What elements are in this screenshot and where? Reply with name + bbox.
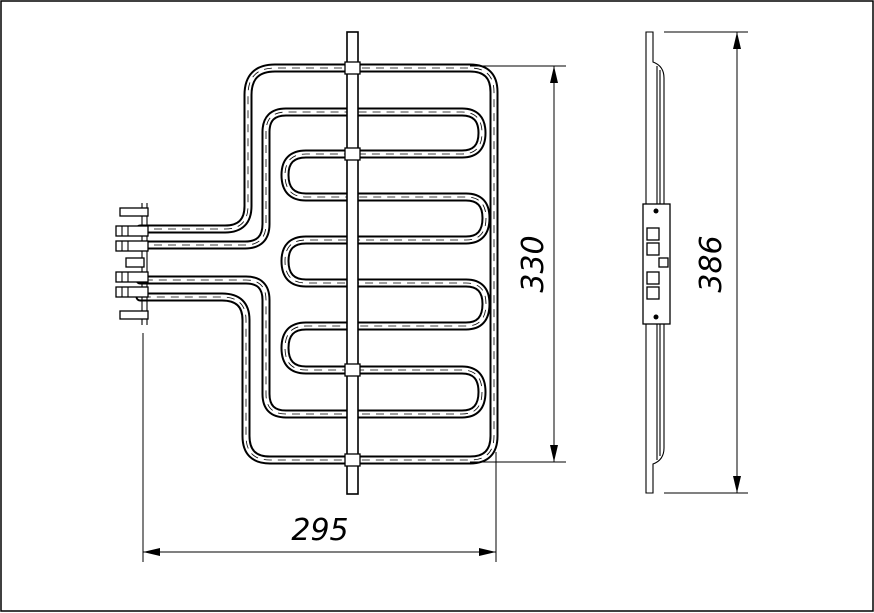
heating-element-front-view bbox=[115, 31, 499, 495]
dimension-width: 295 bbox=[142, 333, 497, 562]
dimension-width-label: 295 bbox=[291, 513, 348, 548]
support-bracket bbox=[344, 31, 361, 495]
heating-element-side-view bbox=[642, 31, 671, 494]
outer-loop-tube bbox=[135, 63, 499, 465]
dimension-height-element: 330 bbox=[470, 65, 566, 463]
dimension-height-total-label: 386 bbox=[694, 235, 729, 292]
dimension-height-element-label: 330 bbox=[516, 235, 551, 292]
dimension-height-total: 386 bbox=[664, 31, 748, 494]
inner-serpentine-tube bbox=[135, 107, 491, 419]
terminal-block bbox=[115, 203, 149, 325]
